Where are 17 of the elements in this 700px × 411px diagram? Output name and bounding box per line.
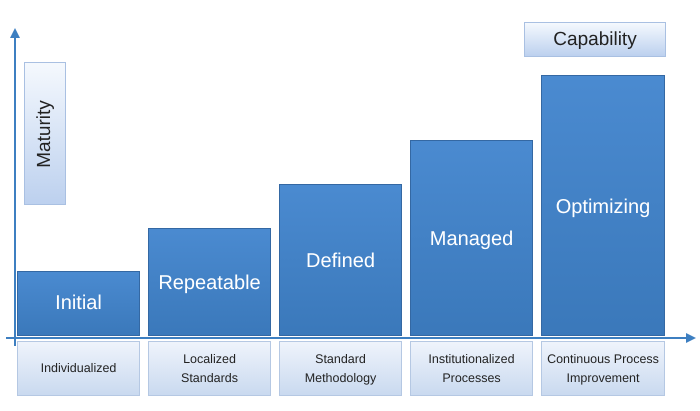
level-name: Managed (428, 228, 514, 251)
level-name: Repeatable (157, 272, 262, 295)
maturity-level-bar (279, 184, 402, 336)
practice-label: Continuous Process Improvement (541, 341, 665, 396)
maturity-level-bar (17, 271, 140, 336)
axis-title: Maturity (24, 62, 66, 205)
maturity-level-bar (541, 75, 665, 336)
practice-label: Standard Methodology (279, 341, 402, 396)
maturity-level-bar (148, 228, 271, 336)
practice-label: Institutionalized Processes (410, 341, 533, 396)
practice-label: Localized Standards (148, 341, 271, 396)
level-name: Initial (54, 292, 103, 315)
level-name: Defined (305, 250, 376, 273)
maturity-level-bar (410, 140, 533, 336)
practice-label: Individualized (17, 341, 140, 396)
level-name: Optimizing (554, 196, 652, 219)
axis-title: Capability (524, 22, 666, 57)
